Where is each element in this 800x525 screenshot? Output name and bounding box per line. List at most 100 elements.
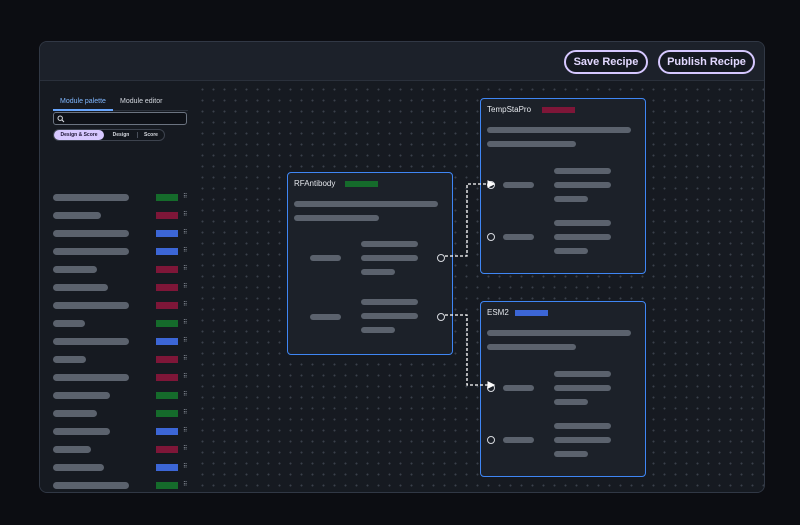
module-item[interactable]: ⠿ — [53, 194, 193, 201]
module-name-placeholder — [53, 356, 86, 363]
filter-design[interactable]: Design — [112, 132, 130, 138]
module-item[interactable]: ⠿ — [53, 212, 193, 219]
toolbar: Save Recipe Publish Recipe — [40, 42, 764, 81]
input-port[interactable] — [487, 436, 495, 444]
output-detail — [361, 255, 418, 261]
save-recipe-button[interactable]: Save Recipe — [564, 50, 648, 74]
module-item[interactable]: ⠿ — [53, 392, 193, 399]
node-description-line — [487, 344, 576, 350]
drag-handle-icon[interactable]: ⠿ — [183, 320, 188, 326]
module-item[interactable]: ⠿ — [53, 248, 193, 255]
node-description-line — [487, 330, 631, 336]
module-item[interactable]: ⠿ — [53, 338, 193, 345]
module-tag — [156, 410, 178, 417]
input-label — [503, 182, 534, 188]
input-port[interactable] — [487, 384, 495, 392]
module-item[interactable]: ⠿ — [53, 266, 193, 273]
output-detail — [361, 269, 395, 275]
filter-divider — [137, 132, 138, 138]
module-tag — [156, 446, 178, 453]
output-detail — [361, 299, 418, 305]
output-port[interactable] — [437, 254, 445, 262]
input-port[interactable] — [487, 181, 495, 189]
module-item[interactable]: ⠿ — [53, 230, 193, 237]
input-detail — [554, 385, 611, 391]
drag-handle-icon[interactable]: ⠿ — [183, 338, 188, 344]
module-tag — [156, 338, 178, 345]
active-tab-indicator — [53, 109, 113, 111]
module-tag — [156, 464, 178, 471]
module-tag — [156, 194, 178, 201]
drag-handle-icon[interactable]: ⠿ — [183, 464, 188, 470]
drag-handle-icon[interactable]: ⠿ — [183, 446, 188, 452]
tab-module-palette[interactable]: Module palette — [60, 98, 106, 105]
drag-handle-icon[interactable]: ⠿ — [183, 374, 188, 380]
search-input[interactable] — [53, 112, 187, 125]
input-detail — [554, 234, 611, 240]
drag-handle-icon[interactable]: ⠿ — [183, 356, 188, 362]
node-tag — [542, 107, 575, 113]
module-name-placeholder — [53, 410, 97, 417]
module-name-placeholder — [53, 248, 129, 255]
node-rfantibody[interactable]: RFAntibody — [287, 172, 453, 355]
node-description-line — [294, 215, 379, 221]
module-item[interactable]: ⠿ — [53, 374, 193, 381]
input-detail — [554, 220, 611, 226]
module-tag — [156, 266, 178, 273]
module-item[interactable]: ⠿ — [53, 464, 193, 471]
drag-handle-icon[interactable]: ⠿ — [183, 194, 188, 200]
module-tag — [156, 230, 178, 237]
module-tag — [156, 428, 178, 435]
drag-handle-icon[interactable]: ⠿ — [183, 410, 188, 416]
module-name-placeholder — [53, 428, 110, 435]
input-detail — [554, 248, 588, 254]
drag-handle-icon[interactable]: ⠿ — [183, 302, 188, 308]
tab-module-editor[interactable]: Module editor — [120, 98, 163, 105]
module-tag — [156, 212, 178, 219]
output-label — [310, 255, 341, 261]
module-item[interactable]: ⠿ — [53, 302, 193, 309]
sidebar-tabs: Module palette Module editor — [53, 90, 188, 111]
module-tag — [156, 248, 178, 255]
node-description-line — [487, 127, 631, 133]
node-tempstapro[interactable]: TempStaPro — [480, 98, 646, 274]
node-esm2[interactable]: ESM2 — [480, 301, 646, 477]
module-name-placeholder — [53, 338, 129, 345]
node-description-line — [294, 201, 438, 207]
module-name-placeholder — [53, 302, 129, 309]
filter-score[interactable]: Score — [144, 132, 158, 138]
input-port[interactable] — [487, 233, 495, 241]
drag-handle-icon[interactable]: ⠿ — [183, 428, 188, 434]
module-tag — [156, 302, 178, 309]
output-detail — [361, 327, 395, 333]
recipe-editor-window: Save Recipe Publish Recipe Module palett… — [39, 41, 765, 493]
input-detail — [554, 196, 588, 202]
drag-handle-icon[interactable]: ⠿ — [183, 212, 188, 218]
module-tag — [156, 392, 178, 399]
input-detail — [554, 437, 611, 443]
module-item[interactable]: ⠿ — [53, 320, 193, 327]
module-sidebar: Module palette Module editor Design & Sc… — [40, 81, 195, 492]
input-detail — [554, 182, 611, 188]
module-item[interactable]: ⠿ — [53, 482, 193, 489]
drag-handle-icon[interactable]: ⠿ — [183, 230, 188, 236]
drag-handle-icon[interactable]: ⠿ — [183, 392, 188, 398]
filter-design-score[interactable]: Design & Score — [54, 130, 104, 140]
input-detail — [554, 168, 611, 174]
module-item[interactable]: ⠿ — [53, 284, 193, 291]
module-item[interactable]: ⠿ — [53, 356, 193, 363]
module-item[interactable]: ⠿ — [53, 428, 193, 435]
node-title: ESM2 — [487, 308, 509, 317]
publish-recipe-button[interactable]: Publish Recipe — [658, 50, 755, 74]
module-tag — [156, 284, 178, 291]
output-port[interactable] — [437, 313, 445, 321]
node-title: TempStaPro — [487, 105, 532, 114]
workflow-canvas[interactable]: RFAntibody TempStaPro — [195, 81, 764, 492]
drag-handle-icon[interactable]: ⠿ — [183, 266, 188, 272]
module-item[interactable]: ⠿ — [53, 446, 193, 453]
drag-handle-icon[interactable]: ⠿ — [183, 284, 188, 290]
drag-handle-icon[interactable]: ⠿ — [183, 248, 188, 254]
drag-handle-icon[interactable]: ⠿ — [183, 482, 188, 488]
module-item[interactable]: ⠿ — [53, 410, 193, 417]
module-name-placeholder — [53, 320, 85, 327]
